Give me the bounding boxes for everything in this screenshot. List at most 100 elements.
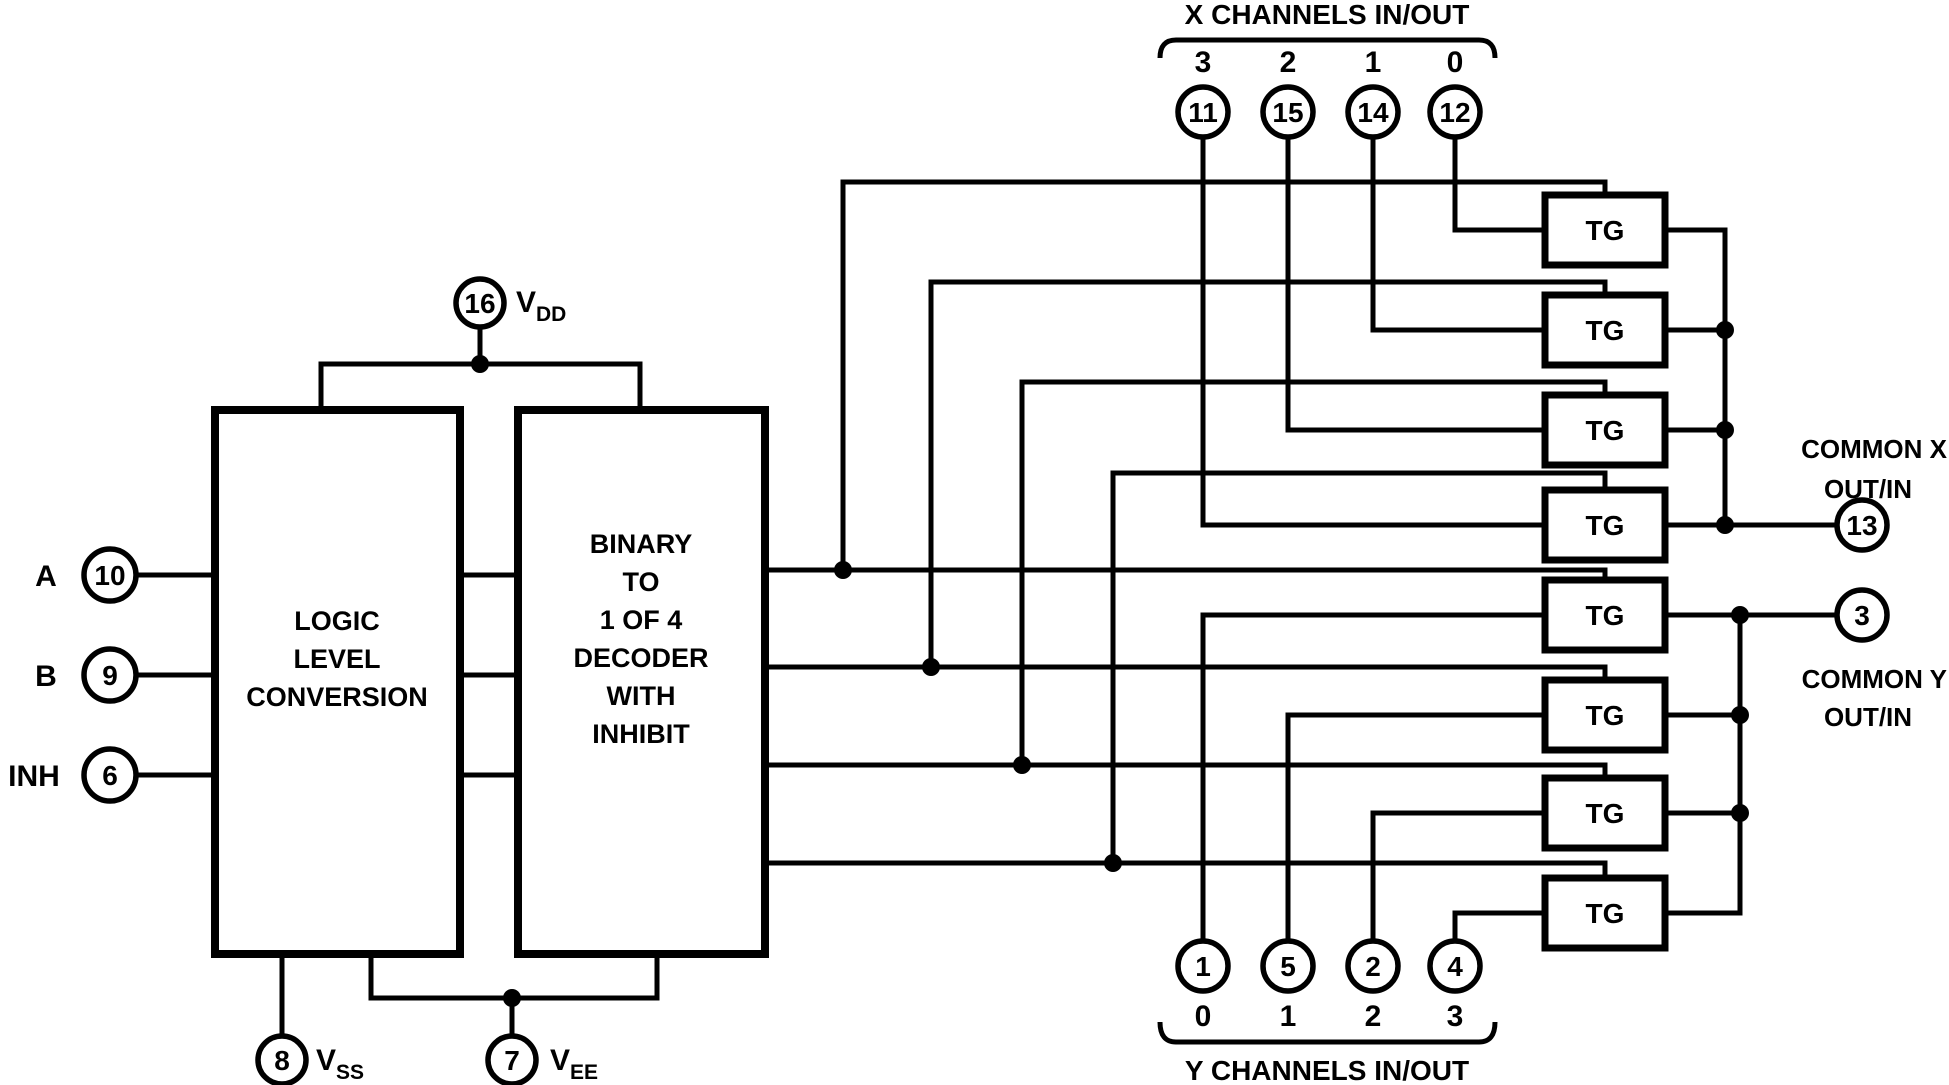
pin-circle-1 bbox=[1175, 938, 1231, 994]
y-channel-number-1: 1 bbox=[1280, 1000, 1297, 1033]
y-channels-title: Y CHANNELS IN/OUT bbox=[1185, 1055, 1469, 1085]
pin-number-14: 14 bbox=[1357, 97, 1389, 128]
vee-label-sub: EE bbox=[570, 1061, 598, 1084]
wire-y2-pin2-to-tg7 bbox=[1370, 810, 1545, 941]
pin-circle-7 bbox=[485, 1033, 539, 1085]
tg7-box bbox=[1541, 774, 1669, 852]
x-channels-bracket bbox=[1157, 37, 1498, 59]
junction-dot-ybus-2 bbox=[1731, 706, 1749, 724]
pin-circle-5 bbox=[1260, 938, 1316, 994]
common-y-outin-label: OUT/IN bbox=[1824, 702, 1912, 732]
junction-dot-vee bbox=[503, 989, 521, 1007]
wire-x3-pin11-to-tg4 bbox=[1200, 137, 1545, 528]
pin-number-9: 9 bbox=[102, 660, 118, 691]
decoder-row-2-to-tg6 bbox=[765, 664, 1608, 680]
ctl-riser-x-tg2 bbox=[928, 279, 1608, 667]
logic-level-conversion-block: LOGIC LEVEL CONVERSION bbox=[211, 406, 464, 958]
power-pins-group: 16 V DD 8 V SS 7 V EE bbox=[255, 276, 598, 1085]
tg5-label: TG bbox=[1586, 600, 1625, 631]
y-channel-number-2: 2 bbox=[1365, 1000, 1382, 1033]
decoder-line3: 1 OF 4 bbox=[600, 605, 683, 635]
x-channel-number-3: 3 bbox=[1195, 46, 1212, 79]
common-x-bus bbox=[1665, 227, 1837, 528]
x-channel-number-2: 2 bbox=[1280, 46, 1297, 79]
common-y-label: COMMON Y bbox=[1802, 664, 1947, 694]
pin-circle-3 bbox=[1834, 587, 1890, 643]
pin-number-10: 10 bbox=[94, 560, 125, 591]
wire-x2-pin15-to-tg3 bbox=[1285, 137, 1545, 433]
wire-x1-pin14-to-tg2 bbox=[1370, 137, 1545, 333]
decoder-line6: INHIBIT bbox=[592, 719, 690, 749]
decoder-box bbox=[514, 406, 769, 958]
logic-level-line2: LEVEL bbox=[293, 644, 380, 674]
tg4-box bbox=[1541, 486, 1669, 564]
ctl-riser-x-tg1 bbox=[840, 179, 1608, 570]
common-x-label: COMMON X bbox=[1801, 434, 1948, 464]
junction-dot-row2 bbox=[922, 658, 940, 676]
y-channel-number-3: 3 bbox=[1447, 1000, 1464, 1033]
tg3-label: TG bbox=[1586, 415, 1625, 446]
pin-circle-11 bbox=[1175, 84, 1231, 140]
pin-circle-6 bbox=[81, 746, 139, 804]
wire-y1-pin5-to-tg6 bbox=[1285, 712, 1545, 941]
pin-number-16: 16 bbox=[464, 288, 495, 319]
decoder-row-1-to-tg5 bbox=[765, 567, 1608, 580]
vdd-label-sub: DD bbox=[536, 303, 566, 326]
tg1-box bbox=[1541, 191, 1669, 269]
logic-level-line3: CONVERSION bbox=[246, 682, 428, 712]
decoder-line1: BINARY bbox=[590, 529, 693, 559]
tg1-label: TG bbox=[1586, 215, 1625, 246]
pin-number-1: 1 bbox=[1195, 951, 1211, 982]
y-channel-number-0: 0 bbox=[1195, 1000, 1212, 1033]
pin-circle-16 bbox=[453, 276, 507, 330]
ctl-riser-x-tg3 bbox=[1019, 379, 1608, 765]
vdd-label: V bbox=[516, 286, 536, 319]
junction-dot-row1 bbox=[834, 561, 852, 579]
tg5-box bbox=[1541, 576, 1669, 654]
junction-dots bbox=[471, 321, 1749, 1007]
pin-circle-4 bbox=[1427, 938, 1483, 994]
input-label-a: A bbox=[35, 560, 57, 593]
pin-number-12: 12 bbox=[1439, 97, 1470, 128]
common-y-group: 3 COMMON Y OUT/IN bbox=[1802, 587, 1947, 732]
junction-dot-row3 bbox=[1013, 756, 1031, 774]
junction-dot-xbus-2 bbox=[1716, 421, 1734, 439]
pin-circle-8 bbox=[255, 1033, 309, 1085]
junction-dot-xbus-1 bbox=[1716, 321, 1734, 339]
transmission-gates: TG TG TG TG TG TG TG TG bbox=[1541, 191, 1669, 952]
junction-dot-ybus-1 bbox=[1731, 606, 1749, 624]
pin-number-15: 15 bbox=[1272, 97, 1303, 128]
select-inputs-group: A 10 B 9 INH 6 bbox=[8, 546, 139, 804]
pin-circle-10 bbox=[81, 546, 139, 604]
decoder-line4: DECODER bbox=[573, 643, 708, 673]
vss-label-sub: SS bbox=[336, 1061, 364, 1084]
tg6-label: TG bbox=[1586, 700, 1625, 731]
tg8-label: TG bbox=[1586, 898, 1625, 929]
junction-dot-row4 bbox=[1104, 854, 1122, 872]
decoder-row-3-to-tg7 bbox=[765, 762, 1608, 778]
pin-circle-12 bbox=[1427, 84, 1483, 140]
pin-number-13: 13 bbox=[1846, 510, 1877, 541]
x-channel-number-1: 1 bbox=[1365, 46, 1382, 79]
x-channels-title: X CHANNELS IN/OUT bbox=[1185, 0, 1470, 30]
tg7-label: TG bbox=[1586, 798, 1625, 829]
tg8-box bbox=[1541, 874, 1669, 952]
vee-label: V bbox=[550, 1044, 570, 1077]
pin-circle-14 bbox=[1345, 84, 1401, 140]
pin-circle-2 bbox=[1345, 938, 1401, 994]
junction-dot-vdd bbox=[471, 355, 489, 373]
x-channels-group: X CHANNELS IN/OUT 3 2 1 0 11 15 14 12 bbox=[1157, 0, 1498, 140]
decoder-line2: TO bbox=[622, 567, 659, 597]
pin-number-2: 2 bbox=[1365, 951, 1381, 982]
pin-number-6: 6 bbox=[102, 760, 118, 791]
pin-number-3: 3 bbox=[1854, 600, 1870, 631]
junction-dot-xbus-3 bbox=[1716, 516, 1734, 534]
tg2-box bbox=[1541, 291, 1669, 369]
logic-level-line1: LOGIC bbox=[294, 606, 380, 636]
junction-dot-ybus-3 bbox=[1731, 804, 1749, 822]
common-y-bus bbox=[1665, 612, 1837, 916]
tg3-box bbox=[1541, 391, 1669, 469]
tg6-box bbox=[1541, 676, 1669, 754]
wire-y0-pin1-to-tg5 bbox=[1200, 612, 1545, 941]
